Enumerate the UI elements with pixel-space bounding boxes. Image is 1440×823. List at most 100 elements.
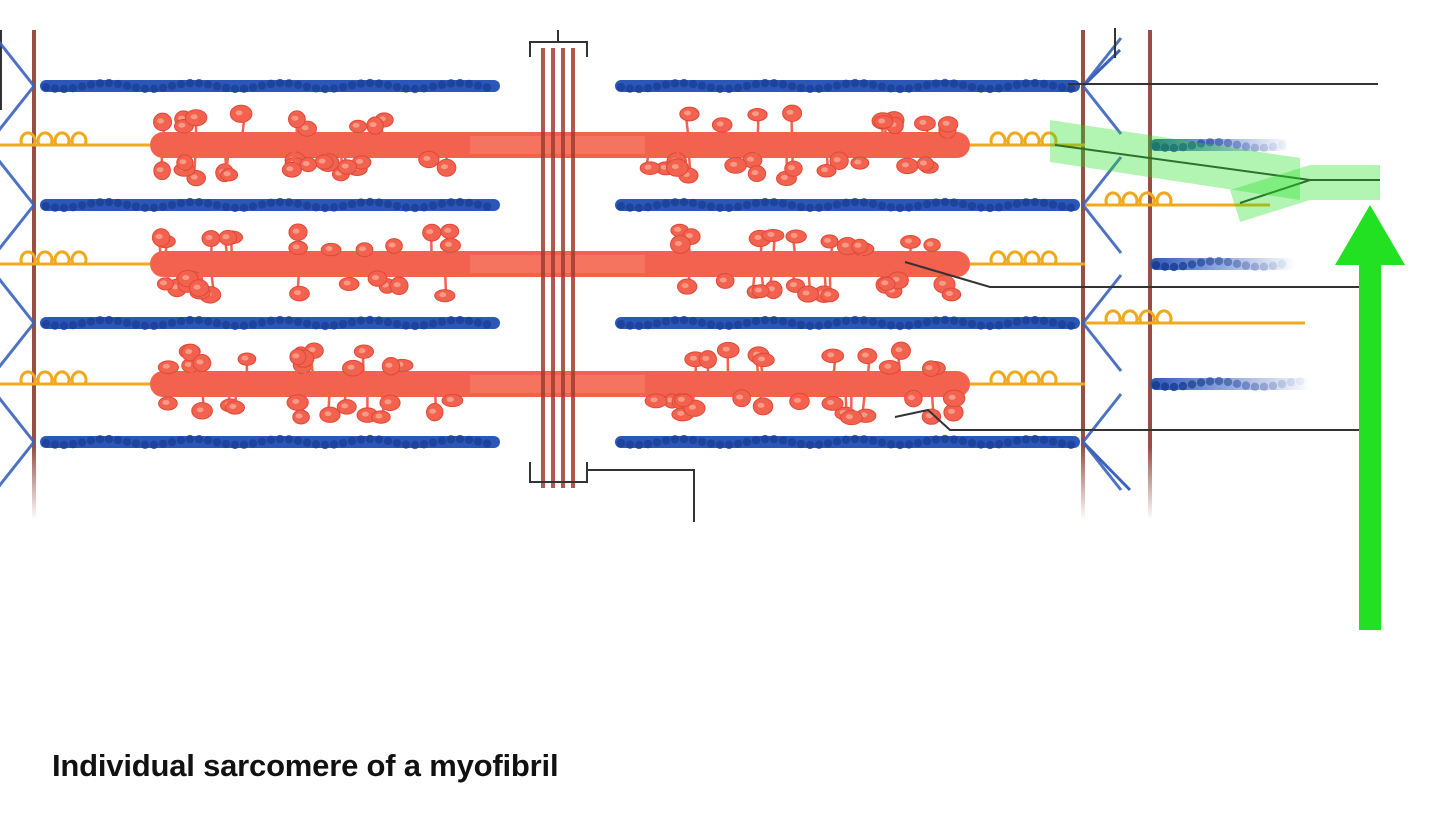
myosin-head-highlight — [861, 352, 869, 358]
actin-bead — [221, 202, 231, 212]
actin-bead — [697, 81, 707, 90]
myosin-head-highlight — [429, 408, 437, 414]
myosin-head-highlight — [719, 277, 727, 283]
myosin-head-highlight — [827, 399, 835, 405]
myosin-head-highlight — [854, 159, 862, 165]
actin-bead — [652, 438, 662, 447]
actin-bead — [383, 199, 393, 209]
actin-bead — [293, 80, 303, 89]
actin-bead — [1160, 262, 1170, 271]
actin-bead — [77, 319, 87, 328]
titin-filament — [970, 370, 1085, 386]
actin-bead — [967, 319, 977, 329]
myosin-head-highlight — [162, 399, 170, 405]
actin-bead — [751, 79, 761, 89]
actin-bead — [275, 197, 285, 207]
actin-bead — [212, 201, 222, 210]
actin-bead — [904, 321, 914, 330]
myosin-head-highlight — [702, 355, 710, 361]
actin-bead — [625, 203, 635, 212]
myosin-head-highlight — [789, 282, 797, 288]
actin-bead — [374, 435, 384, 444]
actin-bead — [643, 202, 653, 212]
myosin-head-highlight — [223, 171, 231, 177]
actin-bead — [1021, 316, 1031, 325]
myosin-head-highlight — [881, 280, 889, 286]
myosin-head-highlight — [384, 399, 392, 405]
actin-bead — [787, 319, 797, 328]
actin-bead — [688, 316, 698, 326]
actin-bead — [1012, 436, 1022, 445]
actin-bead — [104, 315, 114, 325]
actin-bead — [185, 78, 195, 88]
myosin-head-highlight — [833, 157, 841, 163]
actin-bead — [760, 434, 770, 444]
actin-bead — [724, 440, 734, 450]
myosin-head-highlight — [308, 347, 316, 353]
actin-filament — [615, 315, 1080, 331]
actin-bead — [266, 435, 276, 445]
actin-bead — [895, 321, 905, 331]
myosin-head-highlight — [925, 365, 933, 371]
actin-bead — [1003, 82, 1013, 91]
actin-bead — [482, 439, 492, 448]
actin-bead — [1160, 382, 1170, 391]
actin-bead — [778, 199, 788, 208]
actin-bead — [293, 436, 303, 445]
actin-bead — [841, 435, 851, 445]
myosin-head-highlight — [371, 275, 379, 281]
actin-bead — [320, 84, 330, 94]
actin-bead — [455, 78, 465, 88]
actin-bead — [1169, 382, 1179, 392]
actin-bead — [86, 317, 96, 326]
actin-bead — [194, 197, 204, 207]
actin-bead — [365, 434, 375, 444]
z-disc-line — [1081, 30, 1085, 520]
actin-filament — [615, 78, 1080, 94]
actin-bead — [131, 83, 141, 92]
myosin-head-highlight — [677, 410, 685, 416]
actin-bead — [167, 318, 177, 328]
myosin-head-highlight — [802, 290, 810, 296]
titin-coil — [989, 250, 1058, 265]
actin-bead — [284, 435, 294, 444]
actin-bead — [212, 82, 222, 91]
actin-bead — [419, 440, 429, 449]
actin-bead — [275, 315, 285, 325]
myosin-head-highlight — [235, 110, 243, 116]
actin-bead — [419, 203, 429, 212]
actin-bead — [437, 436, 447, 445]
myosin-head-highlight — [426, 229, 434, 235]
myosin-head-highlight — [938, 280, 946, 286]
actin-bead — [643, 83, 653, 93]
actin-bead — [248, 439, 258, 448]
myosin-head-highlight — [302, 161, 310, 167]
actin-bead — [329, 440, 339, 449]
actin-bead — [868, 80, 878, 89]
myosin-head-highlight — [746, 156, 754, 162]
myosin-head-highlight — [824, 237, 832, 243]
actin-bead — [113, 79, 123, 89]
myosin-head-highlight — [821, 167, 829, 173]
actin-bead — [329, 321, 339, 330]
actin-bead — [455, 197, 465, 207]
actin-bead — [266, 198, 276, 208]
actin-bead — [1241, 381, 1251, 390]
actin-bead — [50, 84, 60, 93]
actin-bead — [634, 84, 644, 94]
actin-bead — [787, 82, 797, 91]
actin-bead — [212, 438, 222, 447]
actin-bead — [985, 321, 995, 331]
actin-bead — [347, 80, 357, 90]
myosin-head-highlight — [292, 353, 300, 359]
actin-bead — [724, 84, 734, 94]
myosin-head-highlight — [388, 242, 396, 248]
actin-bead — [769, 78, 779, 88]
green-highlight-bar — [1230, 165, 1380, 222]
actin-bead — [787, 438, 797, 447]
actin-bead — [410, 84, 420, 94]
actin-bead — [733, 320, 743, 329]
actin-bead — [122, 437, 132, 446]
actin-bead — [392, 319, 402, 329]
actin-bead — [203, 199, 213, 208]
